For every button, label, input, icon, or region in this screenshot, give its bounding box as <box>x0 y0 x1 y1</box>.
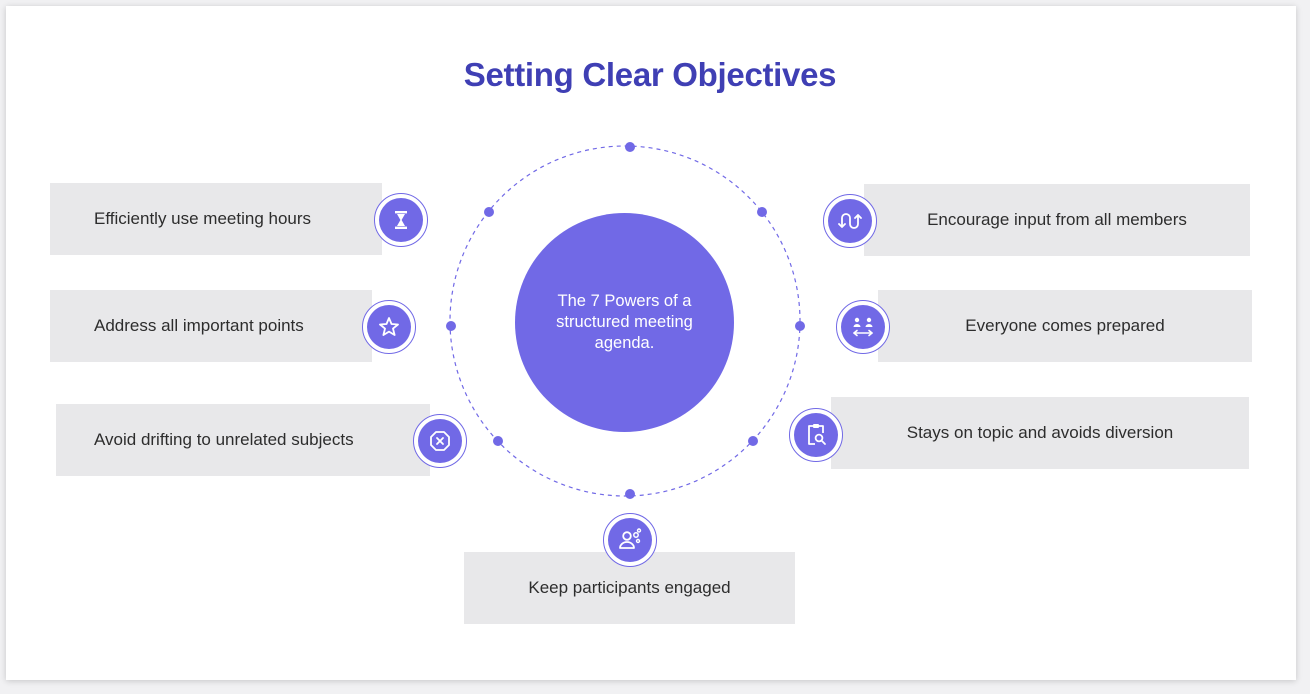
objective-box-everyone-prepared: Everyone comes prepared <box>878 290 1252 362</box>
orbit-dot <box>795 321 805 331</box>
objective-label: Stays on topic and avoids diversion <box>906 423 1174 442</box>
objective-label: Everyone comes prepared <box>965 316 1165 335</box>
orbit-dot <box>625 142 635 152</box>
objective-label: Address all important points <box>94 316 304 335</box>
center-text: The 7 Powers of a structured meeting age… <box>556 292 693 352</box>
cancel-hexagon-icon <box>413 414 467 468</box>
objective-box-stays-on-topic: Stays on topic and avoids diversion <box>831 397 1249 469</box>
center-hub: The 7 Powers of a structured meeting age… <box>515 213 734 432</box>
orbit-dot <box>757 207 767 217</box>
objective-box-efficient-hours: Efficiently use meeting hours <box>50 183 382 255</box>
page-title: Setting Clear Objectives <box>463 56 837 93</box>
star-icon <box>362 300 416 354</box>
objective-box-avoid-drifting: Avoid drifting to unrelated subjects <box>56 404 430 476</box>
people-exchange-icon <box>836 300 890 354</box>
hourglass-icon <box>374 193 428 247</box>
objective-label: Encourage input from all members <box>927 210 1187 229</box>
engaged-user-icon <box>603 513 657 567</box>
objective-label: Keep participants engaged <box>528 578 731 597</box>
objective-label: Avoid drifting to unrelated subjects <box>94 430 354 449</box>
clipboard-search-icon <box>789 408 843 462</box>
exchange-arrows-icon <box>823 194 877 248</box>
orbit-dot <box>493 436 503 446</box>
objective-label: Efficiently use meeting hours <box>94 209 312 228</box>
objective-box-encourage-input: Encourage input from all members <box>864 184 1250 256</box>
orbit-dot <box>484 207 494 217</box>
orbit-dot <box>748 436 758 446</box>
orbit-dot <box>625 489 635 499</box>
objective-box-important-points: Address all important points <box>50 290 372 362</box>
orbit-dot <box>446 321 456 331</box>
